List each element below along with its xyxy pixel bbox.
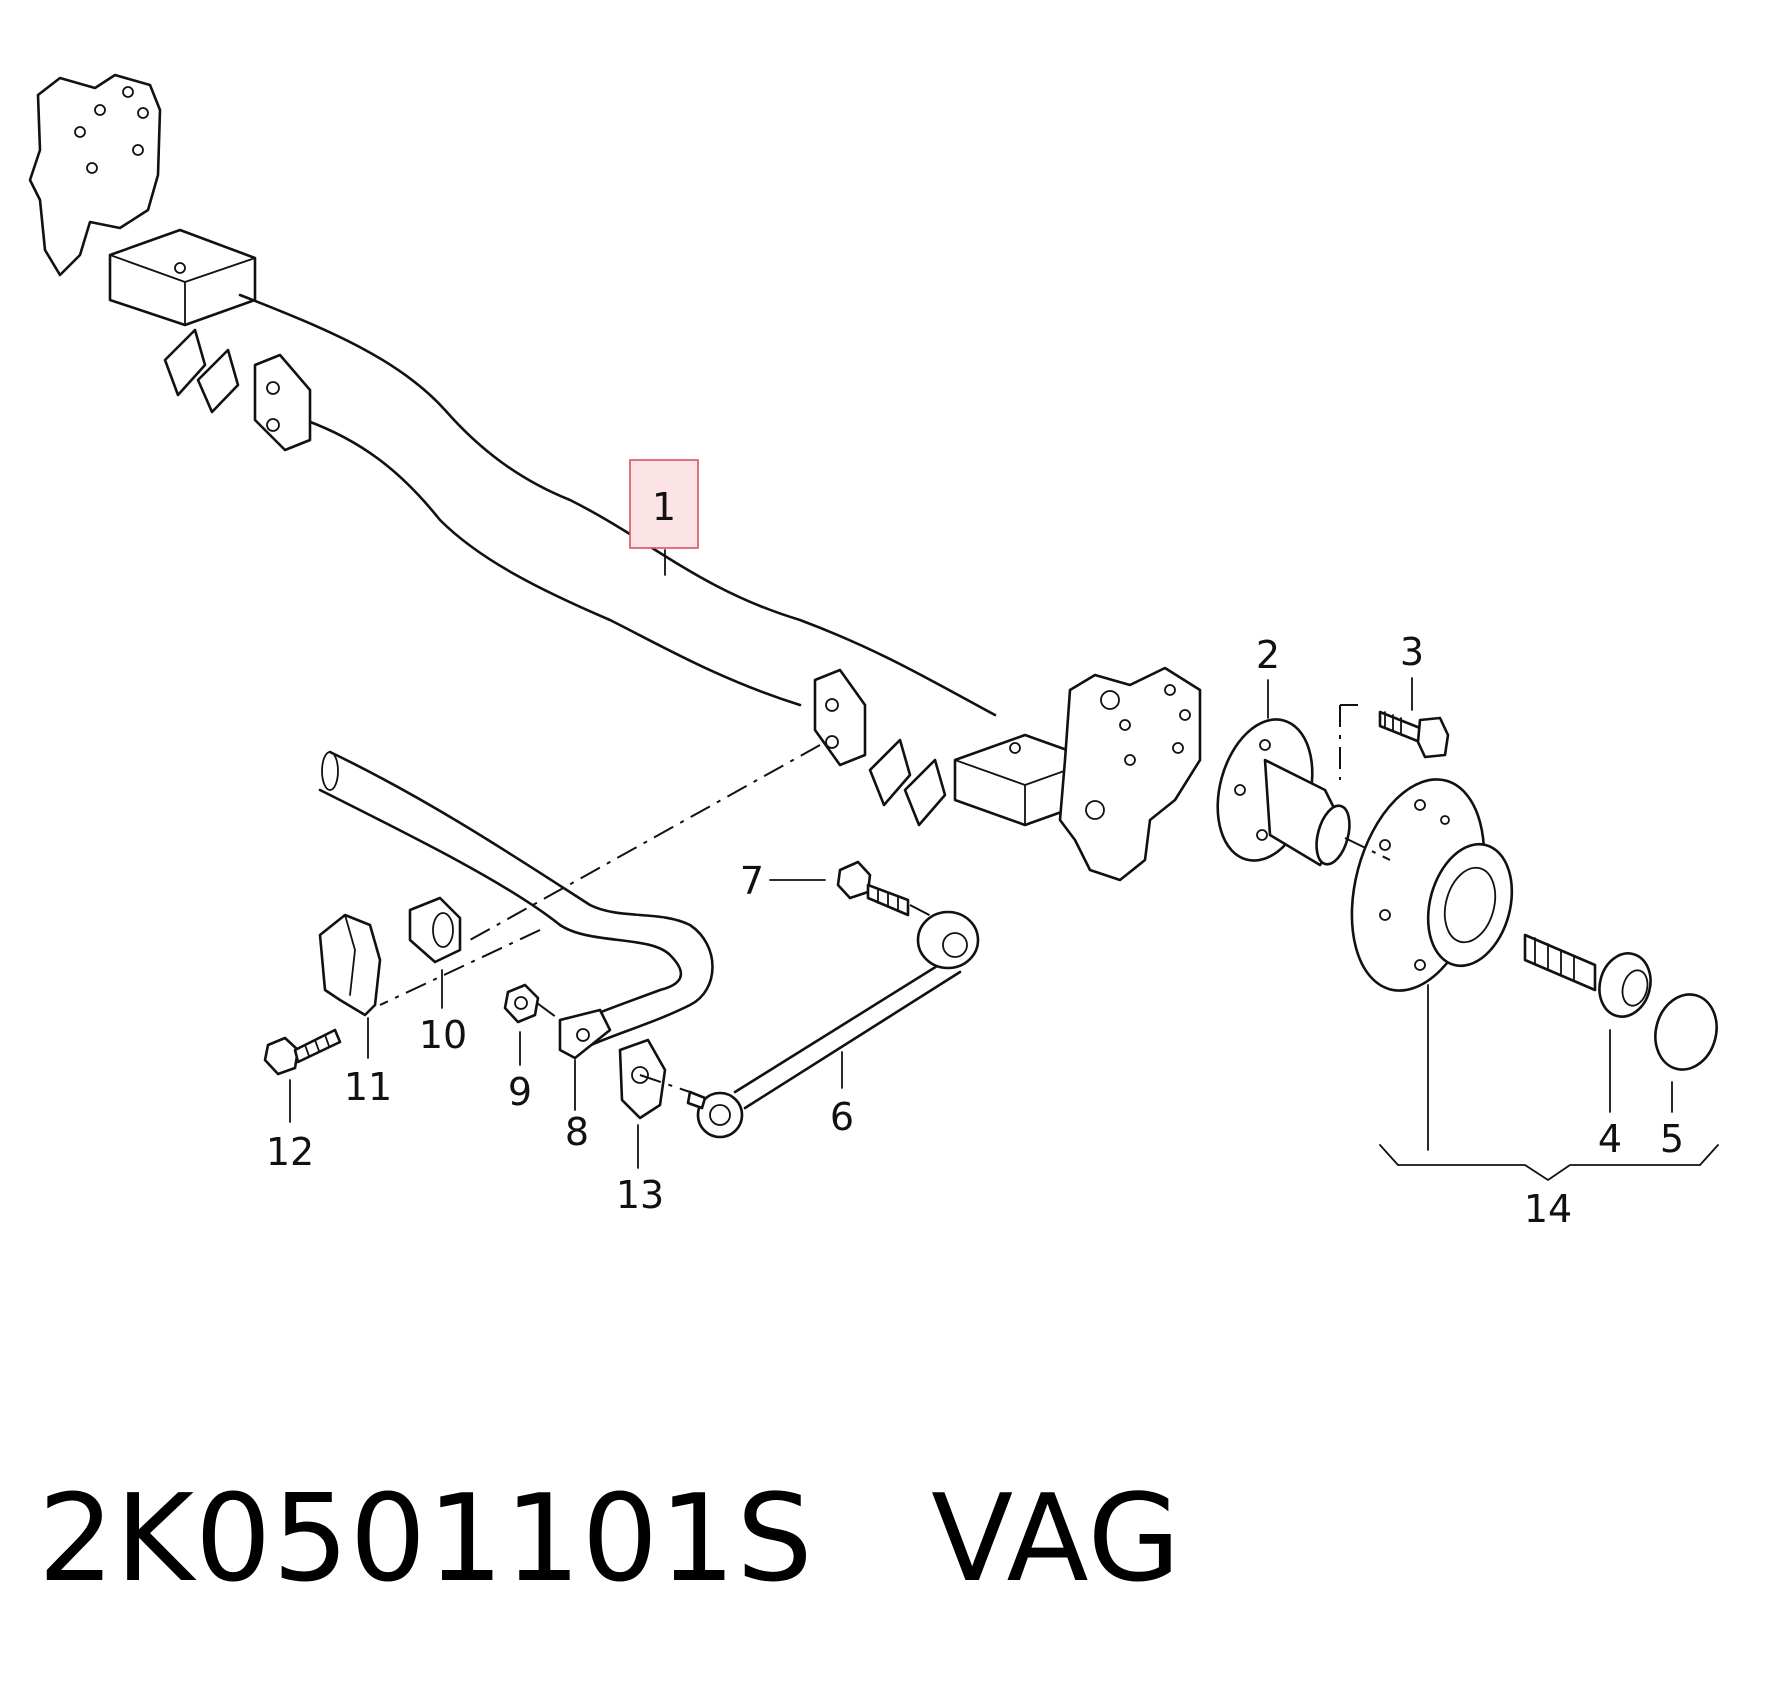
callout-14[interactable]: 14 bbox=[1524, 1187, 1572, 1231]
callout-4[interactable]: 4 bbox=[1598, 1117, 1622, 1161]
stabilizer-bar bbox=[318, 750, 714, 1060]
leader-lines bbox=[289, 549, 1719, 1181]
callout-13[interactable]: 13 bbox=[616, 1173, 664, 1217]
callout-2[interactable]: 2 bbox=[1256, 633, 1280, 677]
assembly-lines bbox=[379, 704, 1391, 1093]
brand-name: VAG bbox=[931, 1470, 1182, 1609]
callout-6[interactable]: 6 bbox=[830, 1095, 854, 1139]
callout-1-highlight bbox=[629, 459, 699, 549]
stabilizer-bush bbox=[408, 896, 462, 964]
part-caption: 2K0501101S VAG bbox=[38, 1480, 1181, 1600]
part-number: 2K0501101S bbox=[38, 1470, 814, 1609]
callout-3[interactable]: 3 bbox=[1400, 630, 1424, 674]
callout-labels: 1 2 3 4 5 6 7 8 9 10 11 12 13 14 bbox=[266, 485, 1684, 1231]
callout-10[interactable]: 10 bbox=[419, 1013, 467, 1057]
callout-1[interactable]: 1 bbox=[652, 485, 676, 529]
stabilizer-nut bbox=[503, 983, 540, 1024]
rear-axle-beam bbox=[28, 73, 1202, 882]
stub-axle bbox=[1216, 718, 1351, 867]
wheel-hub bbox=[1350, 778, 1514, 992]
callout-5[interactable]: 5 bbox=[1660, 1117, 1684, 1161]
dust-cap bbox=[1654, 993, 1718, 1071]
stabilizer-clamp bbox=[318, 913, 382, 1017]
link-bracket bbox=[618, 1038, 667, 1120]
callout-7[interactable]: 7 bbox=[740, 859, 764, 903]
axle-bolt bbox=[1378, 710, 1450, 759]
callout-9[interactable]: 9 bbox=[508, 1070, 532, 1114]
callout-11[interactable]: 11 bbox=[344, 1065, 392, 1109]
hub-bolt bbox=[1523, 933, 1652, 1018]
clamp-bolt bbox=[263, 1028, 342, 1076]
callout-8[interactable]: 8 bbox=[565, 1110, 589, 1154]
link-bolt bbox=[836, 860, 910, 917]
callout-12[interactable]: 12 bbox=[266, 1130, 314, 1174]
coupling-rod bbox=[686, 910, 980, 1139]
